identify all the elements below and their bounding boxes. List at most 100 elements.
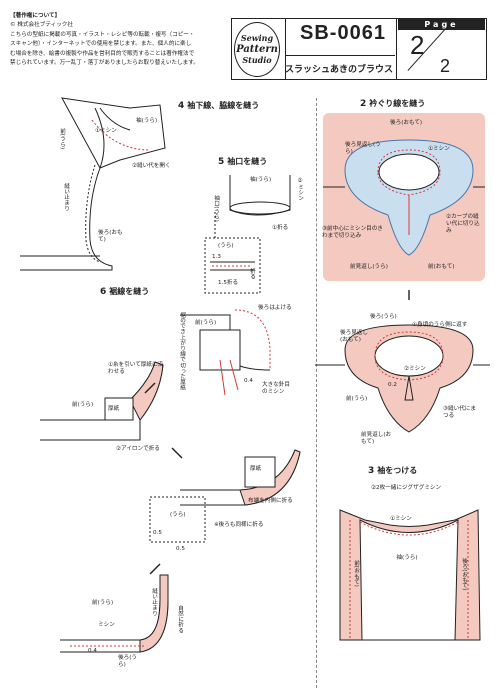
step-number: 4 (178, 101, 185, 111)
label: 前(おもて) (428, 264, 455, 270)
label: 1.3 (212, 254, 221, 260)
header-box (231, 18, 487, 80)
step-number: 6 (100, 287, 107, 297)
label: 袖(うら) (396, 555, 418, 561)
step5-detail-box (204, 237, 261, 294)
step6-detail-box (149, 496, 206, 543)
label: ②縫い代を開く (132, 163, 171, 169)
header-divider (285, 55, 395, 56)
label: ②アイロンで折る (116, 446, 160, 452)
label: 大きな針目のミシン (262, 382, 290, 395)
label: (うら) (170, 512, 186, 518)
label: 後ろ(うら) (118, 655, 137, 668)
copyright-line: 禁じられています。万一乱丁・落丁がありましたらお取り替えいたします。 (10, 60, 199, 67)
label: 厚紙 (250, 466, 262, 472)
logo-word: Pattern (236, 44, 278, 55)
step4-body-line (20, 167, 113, 271)
copyright-publisher: © 株式会社ブティック社 (10, 22, 73, 29)
label: 縫い止まり (63, 183, 69, 211)
page-box (396, 18, 488, 80)
step-number: 2 (360, 99, 367, 109)
copyright-line: む場合を除き、絵書の複製や作品を営利目的で販売することは著作権法で (10, 50, 195, 57)
label: 後ろはよける (258, 305, 292, 311)
copyright-notice: 【著作権について】 © 株式会社ブティック社 こちらの型紙に掲載の写真・イラスト… (10, 12, 224, 68)
step-text: 袖下線、脇線を縫う (187, 101, 260, 110)
label: 裾のでき上がり線で切った厚紙 (179, 312, 185, 391)
step4-arrow (99, 107, 131, 131)
label: ①身頃のうら側に返す (412, 322, 468, 328)
step-text: 衿ぐり線を縫う (369, 99, 426, 108)
page-number: 2 (410, 30, 425, 60)
label: 0.4 (88, 648, 97, 654)
label: 縫い止まり (151, 588, 157, 616)
logo-word: Studio (242, 55, 272, 65)
step3-sleeve (359, 519, 459, 641)
copyright-line: スキャン他）・インターネットでの使用を禁じます。また、個人的に楽し (10, 41, 192, 48)
brand-logo: Sewing Pattern Studio (234, 22, 280, 77)
label: 前(おもて) (353, 560, 359, 587)
label: 布端を内側に折る (248, 498, 293, 504)
label: 前(うら) (92, 600, 114, 606)
label: 0.2 (388, 382, 397, 388)
label: 前(うら) (195, 320, 217, 326)
label: 前(うら) (72, 402, 94, 408)
step2-neck (378, 153, 440, 191)
label: 後ろ見返し(うら) (345, 142, 381, 155)
label: ②ミシン (404, 366, 426, 372)
label: ①ミシン (95, 128, 117, 134)
label: 後ろ(うら) (370, 314, 397, 320)
label: ※後ろも同様に折る (214, 522, 264, 528)
label: 後ろ(おもて) (461, 558, 467, 591)
step6-thread (219, 359, 239, 396)
label: ③前中心にミシン目のきわまで切り込み (322, 226, 383, 239)
copyright-line: こちらの型紙に掲載の写真・イラスト・レシピ等の転載・複写（コピー・ (10, 31, 195, 38)
label: 折る (249, 268, 255, 280)
label: ②ミシン (297, 178, 303, 201)
step2-stitch (377, 149, 441, 196)
label: 前(うら) (59, 128, 65, 150)
flow-arrow (144, 382, 156, 394)
page-label: Page (398, 19, 485, 30)
label: ①折る (272, 225, 289, 231)
label: 0.5 (153, 530, 162, 536)
label: ②カーブの縫い代に切り込み (446, 214, 480, 234)
label: 前見返し(おもて) (361, 432, 392, 445)
label: 0.5 (176, 546, 185, 552)
step6-piece4-fill (139, 574, 169, 653)
step5-cuff (229, 201, 291, 215)
label: 後ろ(おもて) (98, 230, 123, 243)
header-divider (285, 18, 286, 80)
step4-seam (85, 164, 101, 263)
copyright-heading: 【著作権について】 (10, 13, 61, 19)
step-text: 袖をつける (377, 466, 418, 475)
flow-arrow (171, 447, 183, 459)
label: 後ろ見返し(おもて) (340, 330, 368, 343)
step-text: 裾線を縫う (109, 287, 150, 296)
label: ミシン (98, 622, 115, 628)
label: 厚紙 (108, 406, 120, 412)
label: 1.5折る (218, 280, 239, 286)
step4-seam-red (91, 119, 151, 151)
page-total: 2 (440, 56, 451, 76)
step6-curve (234, 309, 271, 370)
step5-fold-line (210, 261, 255, 271)
step-number: 5 (218, 157, 225, 167)
label: 前(うら) (346, 396, 368, 402)
flow-arrow (149, 563, 161, 575)
label: 袖(うら) (136, 118, 158, 124)
step-number: 3 (368, 466, 375, 476)
step6-cardboard (199, 329, 241, 371)
column-divider (316, 98, 317, 688)
label: ①糸を引いて厚紙に沿わせる (108, 362, 164, 375)
step-text: 袖口を縫う (227, 157, 268, 166)
label: 袖口(うら) (213, 195, 219, 222)
label: 前見返し(うら) (350, 264, 388, 270)
step4-fold (94, 107, 105, 169)
logo-word: Sewing (240, 33, 274, 43)
label: ②2枚一緒にジグザグミシン (371, 485, 442, 491)
